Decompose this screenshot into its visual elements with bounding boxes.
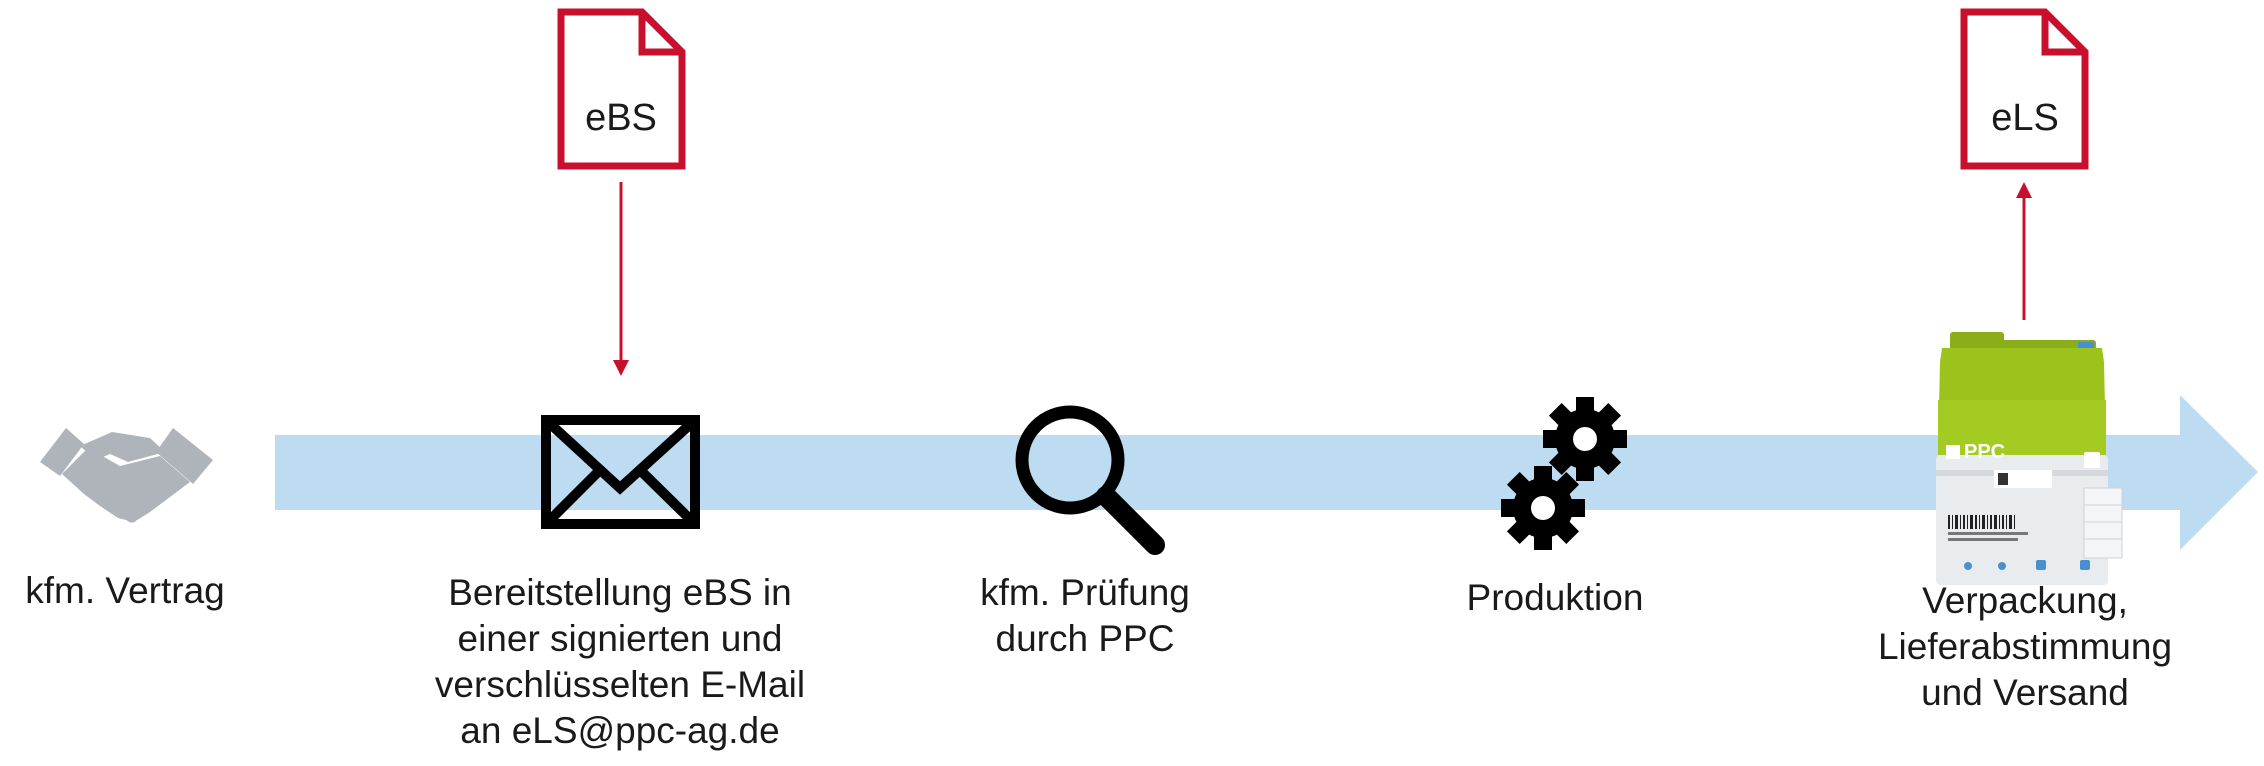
document-icon-els: eLS bbox=[1960, 8, 2089, 170]
document-icon-ebs: eBS bbox=[557, 8, 686, 170]
document-label-els: eLS bbox=[1991, 97, 2059, 139]
step-label-line: durch PPC bbox=[995, 618, 1175, 659]
step-label-line: Lieferabstimmung bbox=[1877, 626, 2173, 667]
document-label-ebs: eBS bbox=[585, 97, 657, 139]
step-label-line: Verpackung, bbox=[1922, 580, 2128, 621]
handshake-icon bbox=[40, 428, 213, 523]
arrowhead-down bbox=[613, 360, 629, 376]
step-label-line: und Versand bbox=[1921, 672, 2129, 713]
step-label-shipping: Verpackung, Lieferabstimmung und Versand bbox=[1830, 578, 2220, 716]
arrowhead-up bbox=[2016, 182, 2032, 198]
step-label-review: kfm. Prüfung durch PPC bbox=[935, 570, 1235, 662]
gears-icon bbox=[1501, 397, 1627, 550]
device-brand: PPC bbox=[1964, 441, 2005, 463]
step-label-line: Bereitstellung eBS in bbox=[448, 572, 792, 613]
barcode bbox=[1948, 515, 2015, 529]
step-label-contract: kfm. Vertrag bbox=[6, 568, 244, 614]
step-label-line: kfm. Vertrag bbox=[25, 570, 225, 611]
timeline-arrow bbox=[275, 395, 2258, 550]
step-label-line: verschlüsselten E-Mail bbox=[434, 664, 806, 705]
step-label-line: einer signierten und bbox=[457, 618, 783, 659]
envelope-icon bbox=[541, 415, 700, 529]
smart-meter-device: PPC bbox=[1936, 332, 2123, 585]
step-label-production: Produktion bbox=[1430, 575, 1680, 621]
step-label-ebs-delivery: Bereitstellung eBS in einer signierten u… bbox=[395, 570, 845, 754]
step-label-line: kfm. Prüfung bbox=[980, 572, 1190, 613]
step-label-line: an eLS@ppc-ag.de bbox=[460, 710, 780, 751]
magnifier-icon bbox=[1015, 405, 1165, 555]
step-label-line: Produktion bbox=[1466, 577, 1644, 618]
